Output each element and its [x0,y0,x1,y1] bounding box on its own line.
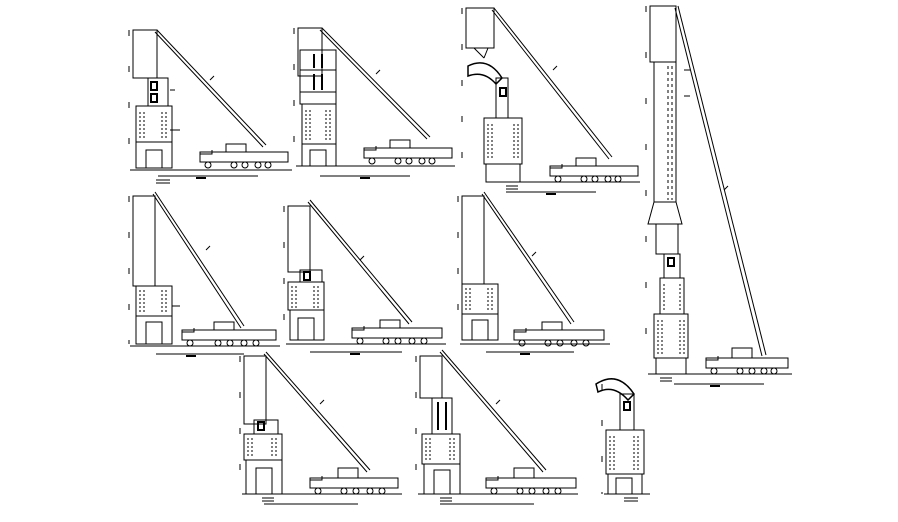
panel-step-2 [293,27,455,179]
panel-step-9 [415,349,578,505]
tower-structure [239,355,283,495]
tower-structure [415,355,461,495]
mobile-crane-truck [485,467,577,495]
tower-structure [293,27,337,167]
crane-boom [439,349,547,473]
tower-structure [595,378,645,495]
panel-step-1 [128,29,292,184]
panel-step-10 [595,378,650,502]
tower-structure [128,29,180,169]
tower-structure [645,5,690,375]
mobile-crane-truck [363,139,453,165]
mobile-crane-truck [309,467,399,495]
crane-boom [481,191,575,325]
mobile-crane-truck [549,157,639,183]
crane-boom [263,351,371,473]
ground-dimension [296,165,455,179]
ground-dimension [242,493,402,505]
ground-dimension [130,169,292,184]
crane-boom [491,7,613,160]
panel-step-8 [239,351,402,505]
ground-dimension [286,343,446,355]
mobile-crane-truck [181,321,277,347]
ground-dimension [418,493,578,505]
panel-step-6 [457,191,610,355]
crane-boom [307,199,413,325]
panel-step-4 [128,191,280,357]
tower-structure [457,195,499,341]
ground-dimension [604,493,650,502]
tower-structure [283,205,325,341]
crane-boom [154,29,267,148]
tower-structure [461,7,523,183]
panel-step-7 [645,5,792,387]
panel-step-3 [461,7,640,195]
mobile-crane-truck [705,347,789,375]
crane-boom [674,5,767,357]
panel-step-5 [283,199,446,355]
mobile-crane-truck [513,321,605,347]
ground-dimension [130,345,280,357]
ground-dimension [460,343,610,355]
crane-boom [152,191,245,329]
mobile-crane-truck [199,143,289,169]
ground-dimension [486,181,640,195]
crane-boom [319,27,431,140]
tower-structure [128,195,180,345]
mobile-crane-truck [351,319,443,345]
ground-dimension [648,373,792,387]
